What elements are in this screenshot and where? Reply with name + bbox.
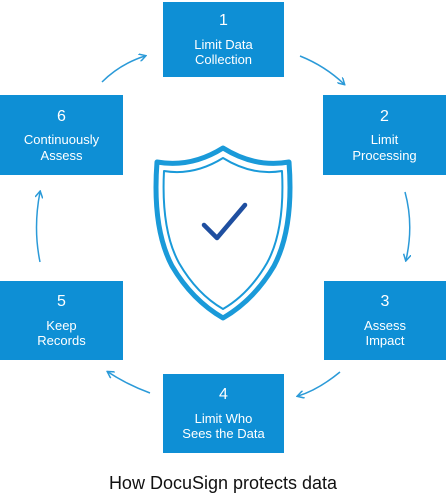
step-label: Limit Data Collection: [194, 36, 253, 68]
arrow-2-to-3: [405, 191, 410, 260]
step-number: 4: [219, 386, 228, 404]
step-label: Continuously Assess: [23, 132, 100, 163]
checkmark-icon: [201, 202, 248, 241]
step-label: Assess Impact: [364, 317, 406, 349]
arrow-4-to-5: [108, 372, 151, 394]
arrow-5-to-6: [37, 192, 41, 263]
diagram-caption: How DocuSign protects data: [108, 473, 338, 493]
step-1-limit-data-collection: 1 Limit Data Collection: [163, 2, 284, 77]
step-number: 3: [380, 293, 390, 311]
step-4-limit-who-sees-the-data: 4 Limit Who Sees the Data: [163, 374, 284, 453]
arrow-3-to-4: [298, 371, 341, 396]
step-6-continuously-assess: 6 Continuously Assess: [0, 95, 123, 175]
step-label: Limit Processing: [352, 132, 417, 163]
step-5-keep-records: 5 Keep Records: [0, 281, 123, 360]
arrow-6-to-1: [101, 56, 145, 83]
step-3-assess-impact: 3 Assess Impact: [324, 281, 446, 360]
step-label: Limit Who Sees the Data: [182, 410, 265, 442]
arrow-1-to-2: [299, 55, 344, 84]
step-number: 1: [219, 12, 228, 30]
shield-icon: [153, 145, 293, 321]
shield-inner-outline: [162, 157, 284, 310]
step-number: 5: [57, 293, 66, 311]
step-label: Keep Records: [37, 317, 86, 349]
step-number: 2: [380, 107, 389, 125]
step-2-limit-processing: 2 Limit Processing: [323, 95, 446, 175]
step-number: 6: [57, 107, 66, 125]
